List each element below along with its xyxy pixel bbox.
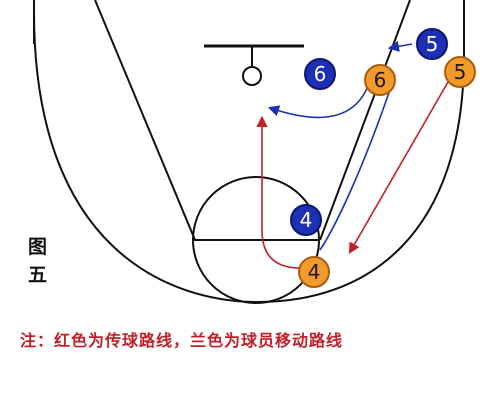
svg-text:6: 6 bbox=[314, 62, 327, 86]
player-blue-5: 5 bbox=[416, 28, 448, 60]
figure-label-char-2: 五 bbox=[28, 264, 48, 286]
player-orange-6: 6 bbox=[364, 64, 396, 96]
player-orange-4: 4 bbox=[298, 256, 330, 288]
figure-label-char-1: 图 bbox=[28, 236, 48, 258]
player-blue-4: 4 bbox=[290, 204, 322, 236]
watermark: 头条 @体育教师网 bbox=[373, 376, 482, 391]
move-path-blue-4 bbox=[319, 74, 396, 251]
svg-text:5: 5 bbox=[454, 60, 467, 84]
pass-lines bbox=[256, 81, 449, 269]
legend-note: 注：红色为传球路线，兰色为球员移动路线 bbox=[20, 331, 344, 350]
key-lane bbox=[94, 0, 411, 241]
movement-lines bbox=[267, 40, 413, 251]
pass-line-5-to-4 bbox=[348, 81, 449, 254]
three-point-arc bbox=[33, 11, 465, 304]
move-path-blue-5 bbox=[387, 40, 413, 52]
svg-text:4: 4 bbox=[300, 208, 313, 232]
svg-text:6: 6 bbox=[374, 68, 387, 92]
court-lines bbox=[33, 0, 465, 304]
pass-line-4-up bbox=[256, 115, 301, 269]
player-blue-6: 6 bbox=[304, 58, 336, 90]
player-orange-5: 5 bbox=[444, 56, 476, 88]
svg-text:5: 5 bbox=[426, 32, 439, 56]
move-path-blue-6 bbox=[267, 85, 369, 119]
rim bbox=[242, 66, 262, 86]
svg-text:4: 4 bbox=[308, 260, 321, 284]
